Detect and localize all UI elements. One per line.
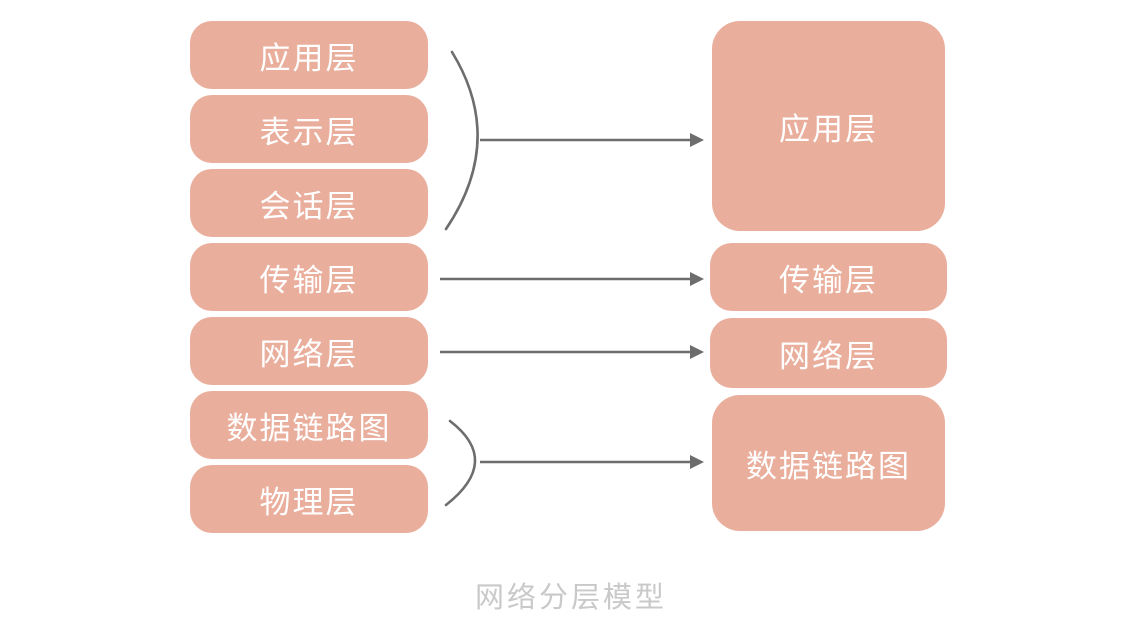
osi-layer-physical: 物理层: [190, 465, 428, 533]
osi-layer-presentation: 表示层: [190, 95, 428, 163]
osi-layer-application: 应用层: [190, 21, 428, 89]
tcpip-layer-network: 网络层: [710, 318, 947, 388]
bracket-upper: [444, 50, 479, 231]
tcpip-layer-application: 应用层: [712, 21, 945, 231]
tcpip-layer-data-link: 数据链路图: [712, 395, 945, 531]
osi-layer-data-link: 数据链路图: [190, 391, 428, 459]
figure-caption: 网络分层模型: [474, 580, 667, 614]
bracket-lower: [444, 419, 477, 507]
osi-layer-network: 网络层: [190, 317, 428, 385]
osi-layer-transport: 传输层: [190, 243, 428, 311]
osi-layer-session: 会话层: [190, 169, 428, 237]
tcpip-layer-transport: 传输层: [710, 243, 947, 311]
